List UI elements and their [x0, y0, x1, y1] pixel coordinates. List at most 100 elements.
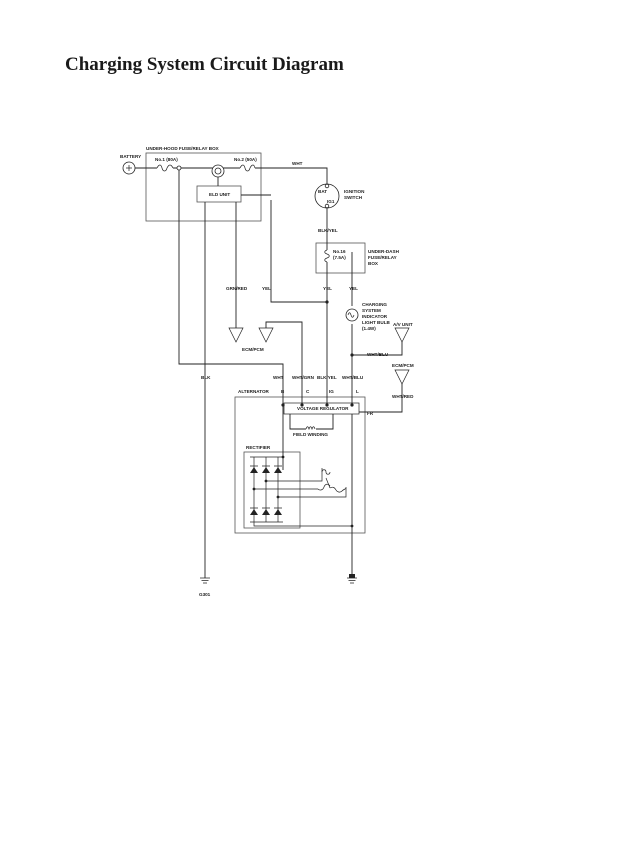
- stator-winding-a: [321, 469, 331, 489]
- ecm-pcm-right-input-icon: [394, 369, 410, 385]
- label-ignition-1: IGNITION: [344, 189, 365, 194]
- label-wht-b: WHT: [273, 375, 284, 380]
- junction-dot: [252, 487, 256, 491]
- wire-yel-left: [270, 200, 328, 303]
- fuse-1-icon: [156, 164, 174, 172]
- stator-top: [314, 468, 323, 482]
- label-charge-5: (1.4W): [362, 326, 376, 331]
- label-charge-2: SYSTEM: [362, 308, 381, 313]
- label-ignition-2: SWITCH: [344, 195, 363, 200]
- underhood-fuse-relay-box: [145, 152, 262, 222]
- label-eld-unit: ELD UNIT: [209, 192, 230, 197]
- bulb-filament-icon: [347, 312, 355, 318]
- junction-dot: [281, 455, 285, 459]
- label-rectifier: RECTIFIER: [246, 445, 271, 450]
- fuse-terminal-icon: [176, 165, 182, 171]
- wire-bulb-to-wht-blu: [351, 324, 403, 356]
- underdash-fuse-relay-box: [315, 242, 366, 274]
- label-wht-blu-mid: WHT/BLU: [367, 352, 389, 357]
- diode-icon: [274, 467, 282, 473]
- label-wht-red: WHT/RED: [392, 394, 414, 399]
- label-blk-yel-top: BLK/YEL: [318, 228, 338, 233]
- label-av-unit: A/V UNIT: [393, 322, 413, 327]
- label-underdash-2: FUSE/RELAY: [368, 255, 397, 260]
- diode-icon: [250, 509, 258, 515]
- page-title: Charging System Circuit Diagram: [65, 54, 344, 75]
- junction-dot: [325, 300, 329, 304]
- label-battery: BATTERY: [120, 154, 141, 159]
- label-pin-fr: FR: [367, 411, 374, 416]
- rectifier-box: [243, 451, 301, 529]
- label-pin-c: C: [306, 389, 310, 394]
- label-pin-b: B: [281, 389, 285, 394]
- label-pin-ig: IG: [329, 389, 334, 394]
- wire-fuse2-wht: [255, 167, 328, 184]
- wire-ecm-right: [359, 384, 403, 413]
- rect-ph3: [278, 487, 347, 498]
- diode-icon: [274, 509, 282, 515]
- label-alternator: ALTERNATOR: [238, 389, 270, 394]
- label-yel-b: YEL: [323, 286, 332, 291]
- bat-terminal-icon: [324, 183, 330, 189]
- label-underdash-1: UNDER-DASH: [368, 249, 400, 254]
- eld-sensor-inner-icon: [214, 167, 222, 175]
- label-blk-yel-b: BLK/YEL: [317, 375, 337, 380]
- junction-dot: [350, 353, 354, 357]
- ground-symbol-left-icon: [200, 577, 210, 584]
- label-fuse16-2: (7.5A): [333, 255, 346, 260]
- alternator-box: [234, 396, 366, 534]
- rectifier-diodes: [250, 465, 282, 515]
- label-charge-4: LIGHT BULB: [362, 320, 390, 325]
- label-charge-1: CHARGING: [362, 302, 387, 307]
- junction-dot: [264, 479, 268, 483]
- junction-dot: [276, 495, 280, 499]
- label-fuse1: No.1 (80A): [155, 157, 178, 162]
- label-voltage-regulator: VOLTAGE REGULATOR: [297, 406, 349, 411]
- charging-indicator-bulb-icon: [345, 308, 359, 322]
- wire-wht-grn: [265, 321, 303, 405]
- av-unit-input-icon: [394, 327, 410, 343]
- label-wht-grn: WHT/GRN: [292, 375, 315, 380]
- label-pin-l: L: [356, 389, 359, 394]
- label-grn-red: GRN/RED: [226, 286, 248, 291]
- ecm-input-right-icon: [258, 327, 274, 343]
- diode-icon: [250, 467, 258, 473]
- eld-unit-box: [196, 185, 242, 203]
- label-underhood-box: UNDER-HOOD FUSE/RELAY BOX: [146, 146, 220, 151]
- junction-dot: [350, 524, 354, 528]
- label-underdash-3: BOX: [368, 261, 379, 266]
- label-ecm-pcm-left: ECM/PCM: [242, 347, 264, 352]
- label-charge-3: INDICATOR: [362, 314, 388, 319]
- stator-winding-b: [317, 483, 331, 491]
- rect-ground-tie: [253, 522, 352, 527]
- wire-field-r: [316, 414, 334, 430]
- label-yel-a: YEL: [262, 286, 271, 291]
- diode-icon: [262, 467, 270, 473]
- ig1-terminal-icon: [324, 203, 330, 209]
- stator-winding-c: [329, 486, 347, 493]
- label-ig1: IG1: [327, 199, 335, 204]
- label-ground: G301: [199, 592, 211, 597]
- label-ecm-pcm-right: ECM/PCM: [392, 363, 414, 368]
- label-fuse16-1: No.16: [333, 249, 346, 254]
- wire-wht-b: [178, 168, 284, 470]
- label-yel-c: YEL: [349, 286, 358, 291]
- junction-dot: [350, 403, 354, 407]
- junction-dot: [325, 403, 329, 407]
- junction-dot: [281, 403, 285, 407]
- label-bat: BAT: [318, 189, 327, 194]
- label-wht-top: WHT: [292, 161, 303, 166]
- battery-plus-icon: [126, 165, 132, 171]
- fuse-16-icon: [324, 249, 330, 263]
- label-fuse2: No.2 (50A): [234, 157, 257, 162]
- field-winding-icon: [305, 426, 316, 431]
- label-field-winding: FIELD WINDING: [293, 432, 328, 437]
- ground-symbol-right-icon: [347, 577, 357, 584]
- wire-field: [289, 414, 306, 430]
- fuse-2-icon: [239, 164, 256, 172]
- ground-block-icon: [349, 574, 355, 578]
- junction-dot: [300, 403, 304, 407]
- ecm-input-left-icon: [228, 327, 244, 343]
- label-wht-blu-b: WHT/BLU: [342, 375, 364, 380]
